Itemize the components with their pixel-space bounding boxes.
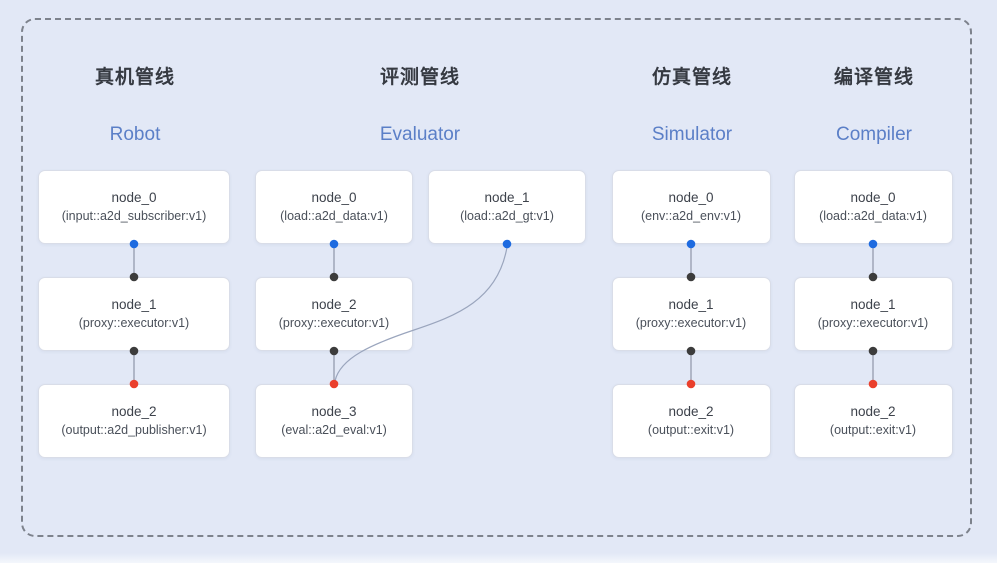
pipeline-title-zh-robot: 真机管线 (94, 67, 176, 88)
node-box-sim_1: node_1(proxy::executor:v1) (611, 277, 771, 351)
node-box-robot_1: node_1(proxy::executor:v1) (38, 277, 230, 351)
node-detail: (input::a2d_subscriber:v1) (61, 209, 207, 224)
node-detail: (proxy::executor:v1) (78, 316, 190, 331)
node-label: node_0 (311, 189, 357, 205)
node-box-eval_1: node_1(load::a2d_gt:v1) (428, 170, 586, 244)
node-label: node_1 (111, 296, 157, 312)
node-detail: (proxy::executor:v1) (278, 316, 390, 331)
node-label: node_2 (668, 403, 714, 419)
node-label: node_2 (111, 403, 157, 419)
node-detail: (output::exit:v1) (647, 423, 735, 438)
pipeline-title-en-simulator: Simulator (651, 124, 733, 145)
node-box-robot_0: node_0(input::a2d_subscriber:v1) (38, 170, 230, 244)
node-box-eval_2: node_2(proxy::executor:v1) (255, 277, 413, 351)
node-detail: (load::a2d_data:v1) (280, 209, 388, 224)
pipeline-title-zh-evaluator: 评测管线 (379, 67, 461, 88)
node-detail: (load::a2d_gt:v1) (460, 209, 554, 224)
pipeline-title-en-robot: Robot (109, 124, 161, 145)
pipeline-title-en-evaluator: Evaluator (379, 124, 461, 145)
node-label: node_2 (311, 296, 357, 312)
node-box-robot_2: node_2(output::a2d_publisher:v1) (38, 384, 230, 458)
node-detail: (env::a2d_env:v1) (640, 209, 742, 224)
node-box-comp_1: node_1(proxy::executor:v1) (793, 277, 953, 351)
node-label: node_0 (111, 189, 157, 205)
pipeline-title-en-compiler: Compiler (835, 124, 913, 145)
node-label: node_0 (850, 189, 896, 205)
node-label: node_1 (850, 296, 896, 312)
pipeline-title-zh-compiler: 编译管线 (833, 67, 915, 88)
node-box-sim_0: node_0(env::a2d_env:v1) (611, 170, 771, 244)
node-detail: (proxy::executor:v1) (817, 316, 929, 331)
node-detail: (proxy::executor:v1) (635, 316, 747, 331)
node-box-comp_2: node_2(output::exit:v1) (793, 384, 953, 458)
dashed-frame (21, 18, 972, 537)
pipeline-title-zh-simulator: 仿真管线 (651, 67, 733, 88)
page-bottom-edge (0, 553, 997, 563)
node-box-eval_3: node_3(eval::a2d_eval:v1) (255, 384, 413, 458)
node-label: node_1 (668, 296, 714, 312)
node-label: node_0 (668, 189, 714, 205)
node-label: node_1 (484, 189, 530, 205)
node-detail: (output::a2d_publisher:v1) (61, 423, 207, 438)
node-detail: (output::exit:v1) (829, 423, 917, 438)
node-box-comp_0: node_0(load::a2d_data:v1) (793, 170, 953, 244)
node-detail: (eval::a2d_eval:v1) (281, 423, 387, 438)
node-box-eval_0: node_0(load::a2d_data:v1) (255, 170, 413, 244)
node-detail: (load::a2d_data:v1) (819, 209, 927, 224)
node-label: node_3 (311, 403, 357, 419)
node-box-sim_2: node_2(output::exit:v1) (611, 384, 771, 458)
node-label: node_2 (850, 403, 896, 419)
